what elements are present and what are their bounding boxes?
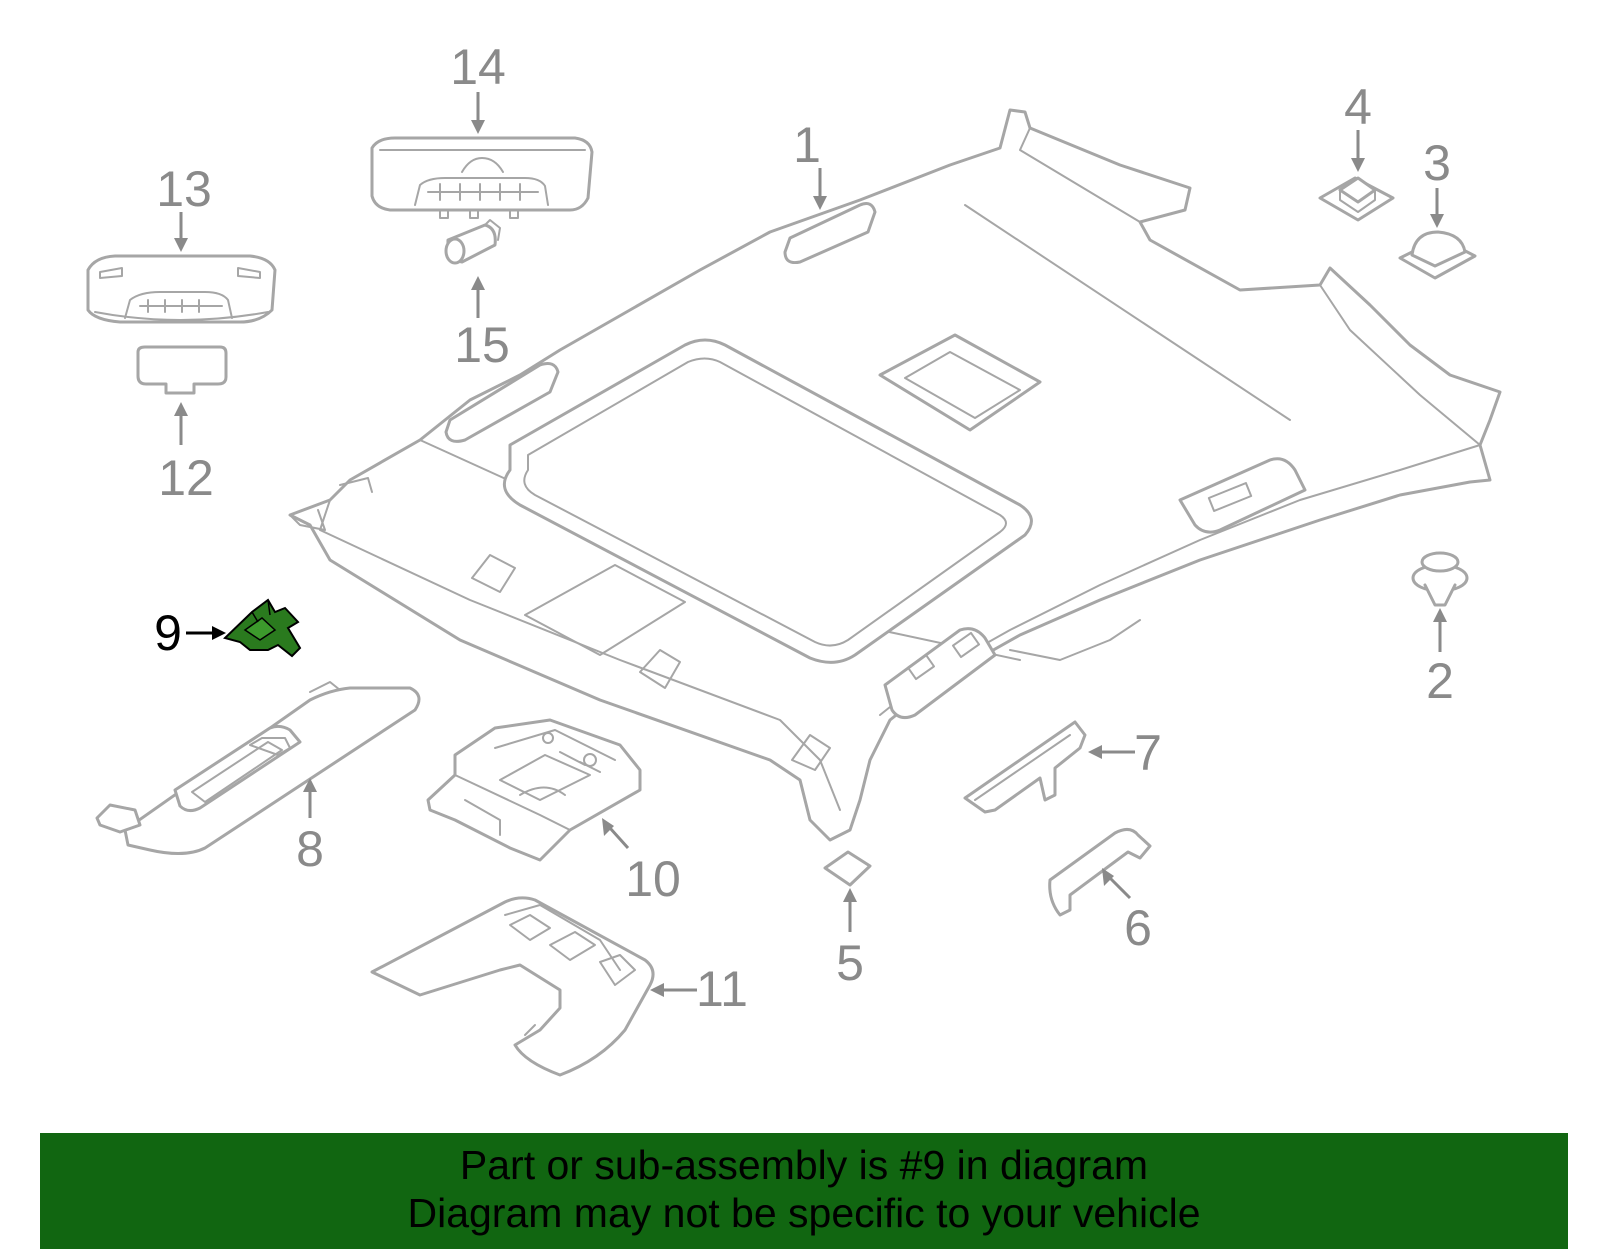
info-banner: Part or sub-assembly is #9 in diagram Di… bbox=[40, 1133, 1568, 1249]
callout-13: 13 bbox=[156, 161, 212, 217]
callout-9: 9 bbox=[154, 605, 182, 661]
callout-3: 3 bbox=[1423, 135, 1451, 191]
callout-5: 5 bbox=[836, 935, 864, 991]
callout-11: 11 bbox=[696, 961, 748, 1017]
part-10-console bbox=[426, 718, 642, 862]
part-15-bulb bbox=[444, 219, 501, 265]
callout-1: 1 bbox=[793, 117, 821, 173]
part-1-headliner bbox=[288, 108, 1502, 842]
leader-lines bbox=[174, 92, 1447, 997]
callout-10: 10 bbox=[625, 851, 681, 907]
callout-15: 15 bbox=[454, 317, 510, 373]
part-4-clip-nut bbox=[1318, 176, 1395, 222]
part-14-lamp-housing bbox=[370, 136, 594, 219]
part-5-pad bbox=[823, 850, 872, 887]
callout-8: 8 bbox=[296, 821, 324, 877]
callout-4: 4 bbox=[1344, 79, 1372, 135]
part-8-sun-visor bbox=[95, 681, 421, 855]
part-12-lens bbox=[136, 345, 228, 395]
part-11-trim-panel bbox=[370, 896, 655, 1077]
part-2-push-clip bbox=[1411, 551, 1469, 607]
part-3-cap bbox=[1398, 230, 1477, 280]
callout-6: 6 bbox=[1124, 900, 1152, 956]
banner-line-part-number: Part or sub-assembly is #9 in diagram bbox=[459, 1142, 1149, 1188]
part-9-highlighted-clip bbox=[223, 598, 302, 658]
banner-line-disclaimer: Diagram may not be specific to your vehi… bbox=[407, 1190, 1201, 1236]
callout-14: 14 bbox=[450, 39, 506, 95]
callout-2: 2 bbox=[1426, 653, 1454, 709]
callout-12: 12 bbox=[158, 450, 214, 506]
part-7-bracket bbox=[963, 720, 1087, 814]
part-6-grab-handle bbox=[1048, 828, 1152, 917]
part-13-reading-lamp bbox=[86, 254, 277, 324]
callout-7: 7 bbox=[1134, 725, 1162, 781]
callout-labels: 1 2 3 4 5 6 7 8 9 10 11 12 13 14 15 bbox=[154, 39, 1454, 1017]
